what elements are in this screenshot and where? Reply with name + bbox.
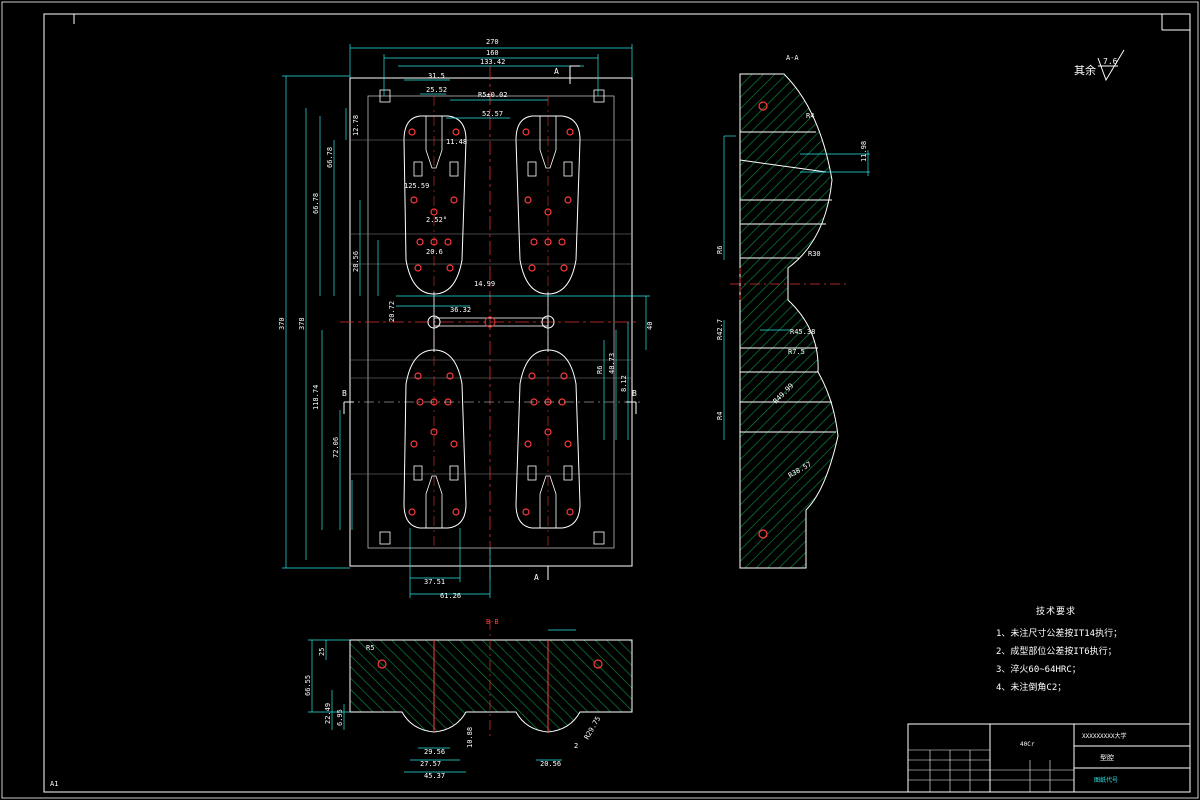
section-aa-label: A-A	[786, 54, 799, 62]
dim-45-37: 45.37	[424, 772, 445, 780]
dim-2-52-deg: 125.59	[404, 182, 429, 190]
title-material: 40Cr	[1020, 741, 1035, 748]
dim-11-98: 11.98	[860, 141, 868, 162]
dim-14-99: 28.56	[352, 251, 360, 272]
dim-133-42: 133.42	[480, 58, 505, 66]
roughness-symbol: 其余 7.6	[1074, 49, 1125, 82]
dim-bb-25: 25	[318, 648, 326, 656]
dim-378: 378	[298, 317, 306, 330]
cut-label-b-left: B	[342, 389, 347, 398]
dim-6-95: 6.95	[336, 709, 344, 726]
note-line-4: 4、未注倒角C2；	[996, 683, 1067, 693]
dim-bb-r5: R5	[366, 644, 374, 652]
section-bb-label: B-B	[486, 618, 499, 626]
dim-72-06: 72.06	[332, 437, 340, 458]
dim-40-73: R6	[596, 366, 604, 374]
dim-52-57: 52.57	[482, 110, 503, 118]
roughness-label: 其余	[1074, 63, 1096, 77]
title-part: 型腔	[1100, 753, 1114, 762]
dim-29-56: 29.56	[424, 748, 445, 756]
dim-61-26: 61.26	[440, 592, 461, 600]
dim-28-56: 20.6	[426, 248, 443, 256]
cut-label-b-right: B	[632, 389, 637, 398]
dim-118-74: 118.74	[312, 385, 320, 410]
dim-22-49: 22.49	[324, 703, 332, 724]
dim-side-r45-38: R45.38	[790, 328, 815, 336]
cut-label-a-bottom: A	[534, 573, 539, 582]
dim-20-56: 20.56	[540, 760, 561, 768]
section-bb-body	[349, 639, 633, 733]
notes-title: 技术要求	[1036, 607, 1077, 617]
note-line-1: 1、未注尺寸公差按IT14执行；	[996, 629, 1123, 639]
section-aa-body	[739, 73, 839, 569]
dim-r5: R5±0.02	[478, 91, 508, 99]
cut-label-a-top: A	[554, 67, 559, 76]
dim-12-78: 12.78	[352, 115, 360, 136]
section-bb-view: B-B R5 66.55 25 22.49 6.95 29.56 27.57 4…	[304, 618, 633, 780]
dim-27-57: 27.57	[420, 760, 441, 768]
sheet-inner-border	[43, 13, 1191, 793]
dim-side-r4: R4	[806, 112, 814, 120]
note-line-3: 3、淬火60~64HRC；	[996, 665, 1081, 675]
dim-25-52: 25.52	[426, 86, 447, 94]
dim-37-51: 37.51	[424, 578, 445, 586]
dim-11-48: 11.48	[446, 138, 467, 146]
dim-36-32: 14.99	[474, 280, 495, 288]
roughness-value: 7.6	[1103, 57, 1118, 66]
dim-370: 370	[278, 317, 286, 330]
title-drawing-label: 图纸代号	[1094, 776, 1118, 784]
dim-side-r4-b: R4	[716, 412, 724, 420]
dim-31-5: 31.5	[428, 72, 445, 80]
sheet-size-mark: A1	[50, 780, 58, 788]
dim-10-88: 10.88	[466, 727, 474, 748]
dim-8-12: 20.72	[388, 301, 396, 322]
dim-66-78: 66.78	[326, 147, 334, 168]
dim-r29-75: R29.75	[583, 715, 603, 741]
dim-side-r30: R30	[808, 250, 821, 258]
note-line-2: 2、成型部位公差按IT6执行；	[996, 647, 1117, 657]
cavity-bottom-left	[403, 349, 467, 529]
dim-side-r7-5: R7.5	[788, 348, 805, 356]
dim-r6: 36.32	[450, 306, 471, 314]
title-project: XXXXXXXXX大学	[1082, 732, 1127, 740]
cavity-top-left	[403, 115, 467, 295]
section-aa-view: A-A 11.98 R4 R30 R6 R45.38 R42.7 R7.5 R4…	[716, 54, 870, 569]
dim-35-02: 8.12	[620, 375, 628, 392]
dim-20-72: 40.73	[608, 353, 616, 374]
cavity-bottom-right	[515, 349, 581, 529]
dim-160: 160	[486, 49, 499, 57]
title-block: XXXXXXXXX大学 型腔 40Cr 图纸代号	[907, 723, 1191, 793]
technical-notes: 技术要求 1、未注尺寸公差按IT14执行； 2、成型部位公差按IT6执行； 3、…	[996, 604, 1176, 697]
dim-side-r42-7: R42.7	[716, 319, 724, 340]
dim-bb-2: 2	[574, 742, 578, 750]
dim-40: 40	[646, 322, 654, 330]
cavity-top-right	[515, 115, 581, 295]
dim-20-6: 2.52°	[426, 216, 447, 224]
dim-66-55: 66.55	[304, 675, 312, 696]
dim-270: 270	[486, 38, 499, 46]
top-view: A A B B 270 160 133.42 31.5 25.52 R5±0.0…	[278, 38, 654, 600]
dim-side-r6: R6	[716, 246, 724, 254]
dim-125-59: 66.78	[312, 193, 320, 214]
